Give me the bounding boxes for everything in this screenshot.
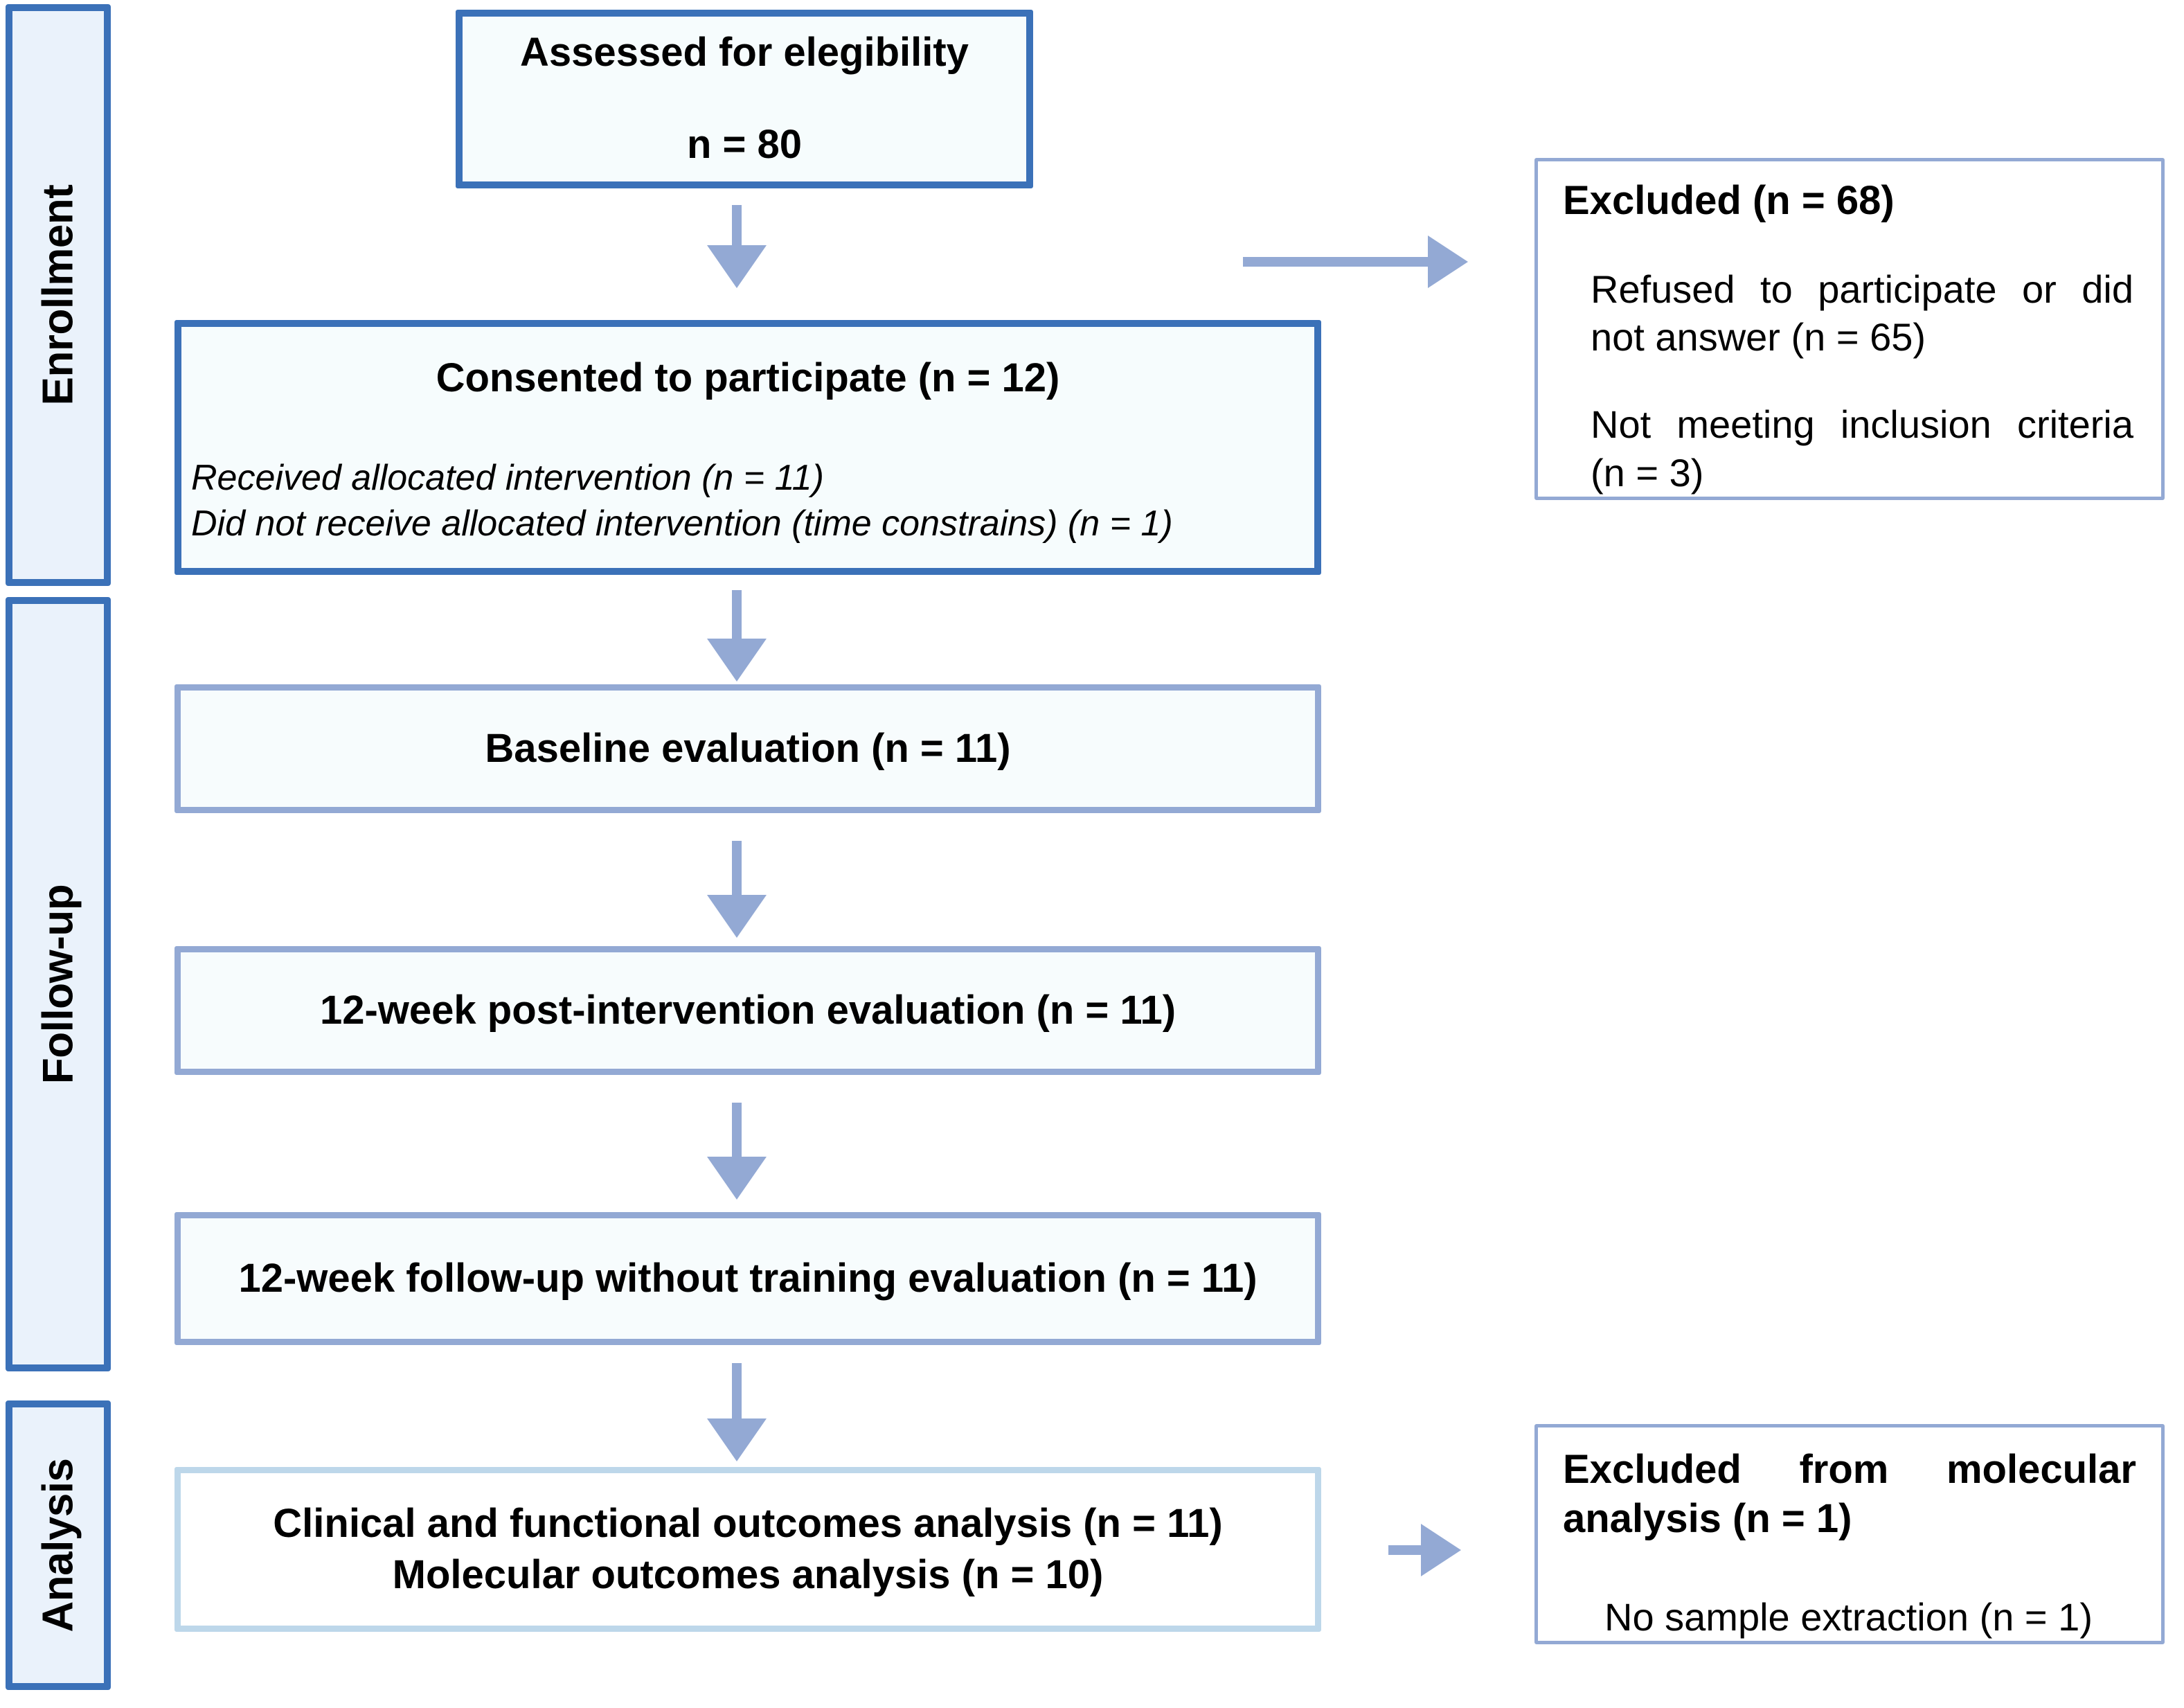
phase-band-follow-up: Follow-up xyxy=(6,597,111,1371)
excluded-molecular-heading: Excluded from molecular analysis (n = 1) xyxy=(1563,1447,2136,1541)
analysis-line-1: Clinical and functional outcomes analysi… xyxy=(273,1500,1223,1546)
node-assessed-for-eligibility: Assessed for elegibility n = 80 xyxy=(456,10,1033,188)
phase-label-follow-up: Follow-up xyxy=(34,884,82,1085)
node-consented-to-participate: Consented to participate (n = 12) Receiv… xyxy=(174,320,1321,575)
node-excluded: Excluded (n = 68) Refused to participate… xyxy=(1534,158,2165,500)
arrow-assessed-to-consented xyxy=(706,205,767,288)
assessed-title: Assessed for elegibility xyxy=(520,30,969,75)
arrow-baseline-to-post-intervention xyxy=(706,841,767,938)
consented-detail-1: Received allocated intervention (n = 11) xyxy=(191,457,824,498)
excluded-heading: Excluded (n = 68) xyxy=(1563,178,1895,223)
arrow-assessed-to-excluded xyxy=(1243,235,1468,288)
analysis-line-2: Molecular outcomes analysis (n = 10) xyxy=(392,1552,1104,1597)
phase-band-enrollment: Enrollment xyxy=(6,4,111,586)
consented-title: Consented to participate (n = 12) xyxy=(436,355,1060,400)
arrow-consented-to-baseline xyxy=(706,590,767,682)
phase-label-enrollment: Enrollment xyxy=(34,184,82,406)
arrow-post-intervention-to-followup xyxy=(706,1103,767,1200)
node-baseline-evaluation: Baseline evaluation (n = 11) xyxy=(174,684,1321,813)
phase-band-analysis: Analysis xyxy=(6,1400,111,1690)
excluded-reason-2: Not meeting inclusion criteria (n = 3) xyxy=(1591,402,2133,495)
post-intervention-title: 12-week post-intervention evaluation (n … xyxy=(319,987,1176,1033)
phase-label-analysis: Analysis xyxy=(34,1458,82,1633)
consented-detail-2: Did not receive allocated intervention (… xyxy=(191,504,1173,544)
node-excluded-from-molecular-analysis: Excluded from molecular analysis (n = 1)… xyxy=(1534,1424,2165,1644)
assessed-count: n = 80 xyxy=(686,122,803,167)
node-followup-without-training: 12-week follow-up without training evalu… xyxy=(174,1212,1321,1345)
arrow-analysis-to-excluded-molecular xyxy=(1388,1524,1461,1576)
followup-no-training-title: 12-week follow-up without training evalu… xyxy=(238,1255,1257,1301)
node-post-intervention-evaluation: 12-week post-intervention evaluation (n … xyxy=(174,946,1321,1075)
node-outcomes-analysis: Clinical and functional outcomes analysi… xyxy=(174,1467,1321,1632)
excluded-molecular-reason-1: No sample extraction (n = 1) xyxy=(1604,1594,2093,1639)
baseline-title: Baseline evaluation (n = 11) xyxy=(485,725,1011,771)
excluded-reason-1: Refused to participate or did not answer… xyxy=(1591,267,2133,359)
arrow-followup-to-analysis xyxy=(706,1363,767,1461)
